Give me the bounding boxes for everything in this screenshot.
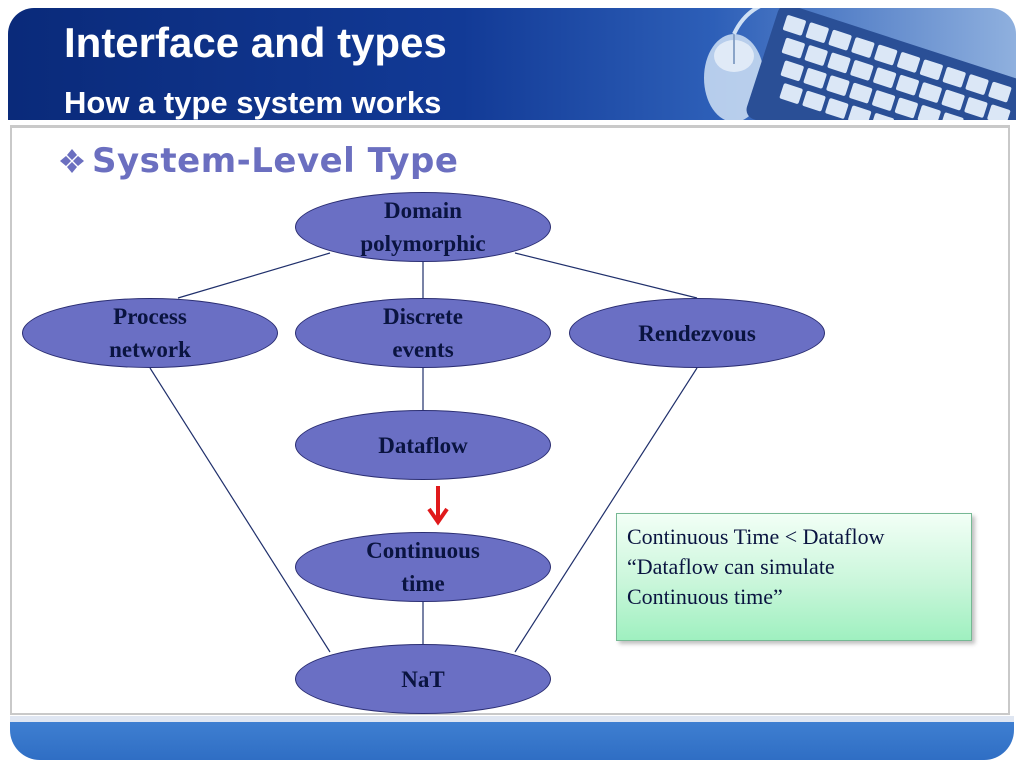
edge-domain-rendezvous <box>514 252 698 299</box>
node-label-line: polymorphic <box>360 231 486 256</box>
section-heading: System-Level Type <box>58 141 458 181</box>
header-art <box>704 8 1016 120</box>
node-process-network: Process network <box>22 298 278 368</box>
annotation-note: Continuous Time < Dataflow “Dataflow can… <box>616 513 972 641</box>
node-dataflow: Dataflow <box>295 410 551 480</box>
node-label-line: Dataflow <box>378 432 468 458</box>
note-line-3: Continuous time” <box>627 584 783 609</box>
slide-footer <box>10 722 1014 760</box>
note-line-1: Continuous Time < Dataflow <box>627 524 885 549</box>
edge-rendezvous-nat <box>514 367 698 653</box>
slide-subtitle: How a type system works <box>64 85 442 120</box>
red-down-arrow-icon <box>427 486 449 526</box>
node-label-line: events <box>392 337 454 362</box>
node-nat: NaT <box>295 644 551 714</box>
edge-process-nat <box>149 367 331 653</box>
diamond-bullet-icon <box>60 149 84 173</box>
edge-domain-process <box>177 252 331 299</box>
slide-title: Interface and types <box>64 19 447 66</box>
note-line-2: “Dataflow can simulate <box>627 554 835 579</box>
content-frame <box>10 125 1010 715</box>
node-domain-polymorphic: Domain polymorphic <box>295 192 551 262</box>
node-label-line: Discrete <box>382 304 464 329</box>
mouse-icon <box>704 8 764 120</box>
node-label-line: time <box>401 571 445 596</box>
node-discrete-events: Discrete events <box>295 298 551 368</box>
node-rendezvous: Rendezvous <box>569 298 825 368</box>
node-label-line: Process <box>113 304 187 329</box>
section-heading-text: System-Level Type <box>92 141 459 181</box>
node-label-line: Domain <box>384 198 462 223</box>
node-continuous-time: Continuous time <box>295 532 551 602</box>
slide-header: Interface and types How a type system wo… <box>8 8 1016 120</box>
node-label-line: network <box>109 337 191 362</box>
node-label-line: Continuous <box>366 538 480 563</box>
node-label-line: NaT <box>401 666 445 692</box>
node-label-line: Rendezvous <box>638 320 756 346</box>
keyboard-icon <box>746 8 1016 120</box>
footer-accent <box>10 716 1014 722</box>
